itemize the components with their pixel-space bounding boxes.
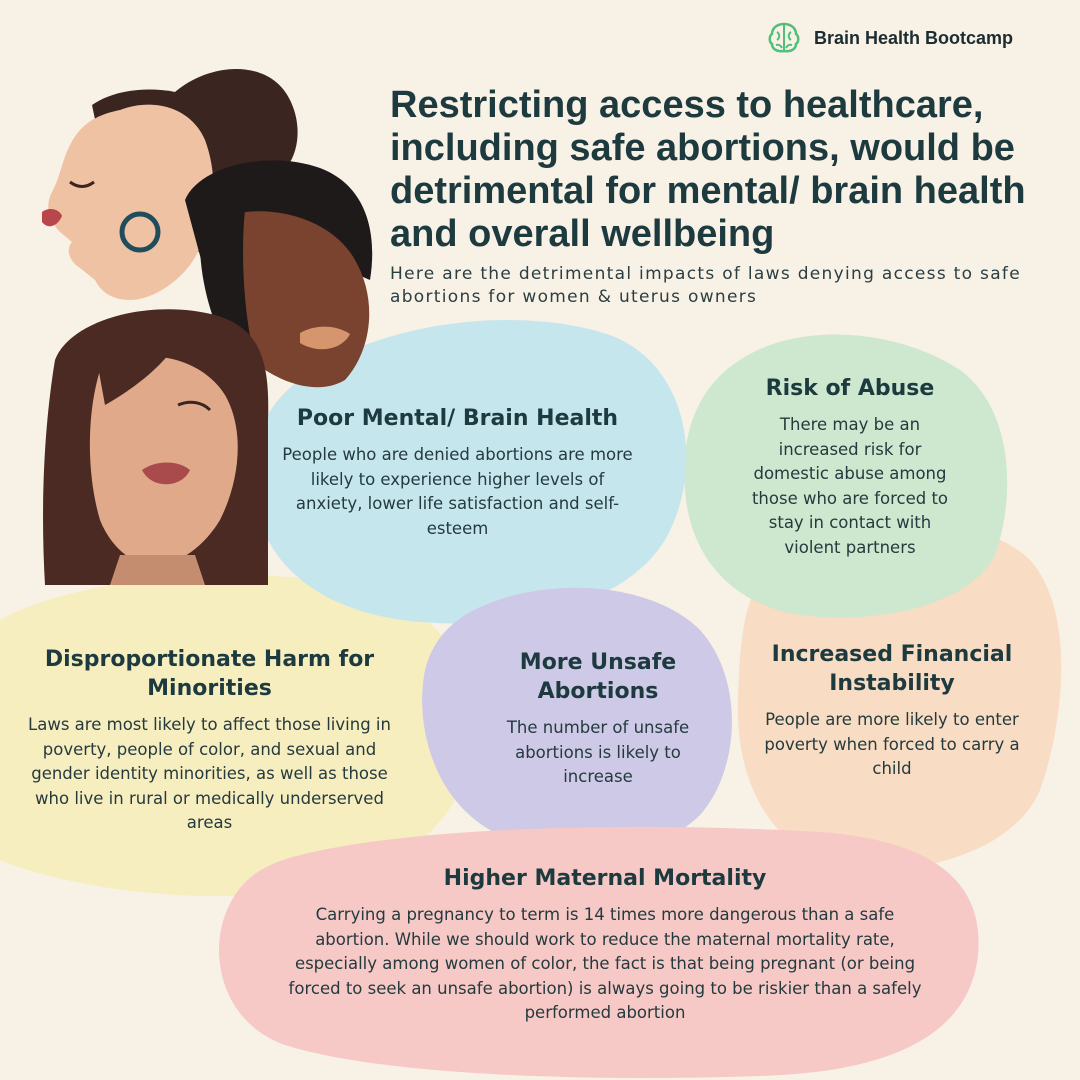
- three-women-illustration: [42, 68, 373, 585]
- card-body: People who are denied abortions are more…: [282, 445, 633, 538]
- subtitle: Here are the detrimental impacts of laws…: [390, 264, 1021, 307]
- card-financial-instability: Increased Financial Instability People a…: [752, 640, 1032, 782]
- card-title: Increased Financial Instability: [771, 642, 1013, 696]
- brand-name: Brain Health Bootcamp: [814, 27, 1014, 48]
- card-body: People are more likely to enter poverty …: [764, 710, 1020, 778]
- card-maternal-mortality: Higher Maternal Mortality Carrying a pre…: [280, 864, 930, 1026]
- blob-unsafe: [422, 587, 732, 853]
- brain-icon: [768, 22, 800, 53]
- card-harm-minorities: Disproportionate Harm for Minorities Law…: [22, 645, 397, 836]
- card-title: More Unsafe Abortions: [519, 650, 677, 704]
- card-body: The number of unsafe abortions is likely…: [506, 718, 690, 786]
- card-title: Disproportionate Harm for Minorities: [44, 647, 375, 701]
- headline: Restricting access to healthcare, includ…: [390, 84, 1026, 255]
- blob-minorities: [0, 574, 477, 897]
- card-title: Risk of Abuse: [765, 376, 935, 401]
- card-risk-of-abuse: Risk of Abuse There may be an increased …: [740, 374, 960, 560]
- blob-abuse: [684, 334, 1008, 618]
- card-body: Laws are most likely to affect those liv…: [28, 715, 391, 832]
- card-body: Carrying a pregnancy to term is 14 times…: [288, 905, 922, 1022]
- blob-maternal: [219, 826, 979, 1078]
- card-unsafe-abortions: More Unsafe Abortions The number of unsa…: [478, 648, 718, 790]
- card-title: Higher Maternal Mortality: [443, 866, 767, 891]
- card-mental-health: Poor Mental/ Brain Health People who are…: [280, 404, 635, 541]
- card-body: There may be an increased risk for domes…: [751, 415, 949, 557]
- card-title: Poor Mental/ Brain Health: [296, 406, 619, 431]
- blob-mental: [254, 320, 687, 624]
- brand-header: Brain Health Bootcamp: [764, 18, 1013, 58]
